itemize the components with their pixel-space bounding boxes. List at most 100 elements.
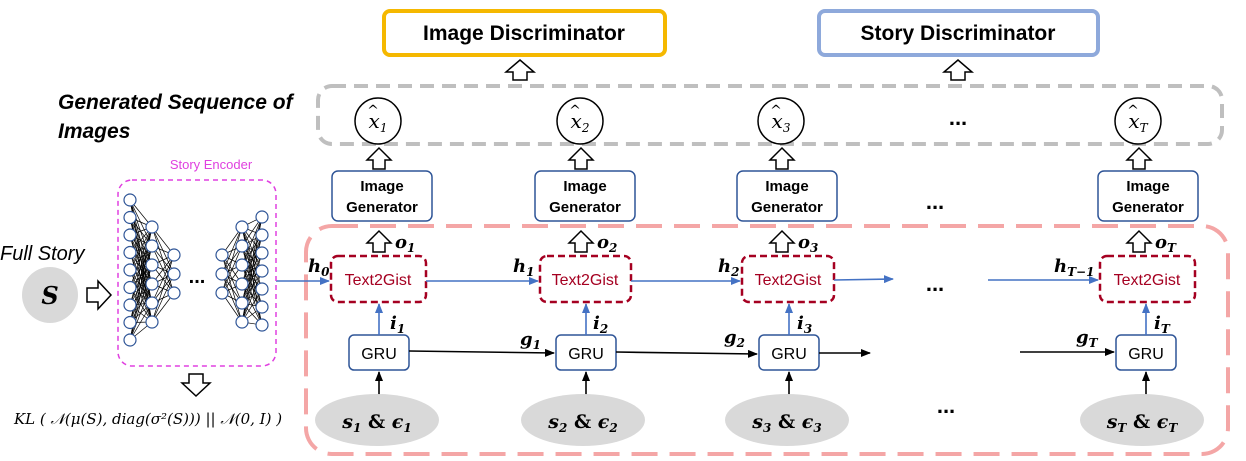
- nn-neuron: [235, 239, 249, 253]
- h0-base: h: [308, 256, 321, 277]
- o2-sub: 2: [608, 241, 617, 255]
- nn-edge: [129, 217, 153, 285]
- text2gist-3: [740, 254, 836, 304]
- text2gist-2-label: Text2Gist: [552, 272, 619, 289]
- svg-text:xT: xT: [1128, 109, 1148, 135]
- nn-neuron: [255, 282, 269, 296]
- nn-edge: [129, 269, 153, 304]
- input-sT: [1080, 394, 1204, 446]
- x1-sub: 1: [380, 121, 388, 135]
- x1-base: x: [369, 109, 380, 133]
- nn-edge: [129, 269, 153, 323]
- svg-text:iT: iT: [1154, 313, 1171, 336]
- nn-edge: [241, 252, 263, 323]
- nn-neuron: [255, 246, 269, 260]
- svg-text:h0: h0: [308, 256, 330, 279]
- story-encoder-network-right: [215, 210, 269, 332]
- nn-edge: [129, 283, 153, 341]
- svg-text:g1: g1: [520, 329, 541, 352]
- image-generator-2-line2: Generator: [549, 199, 621, 216]
- story-discriminator-label: Story Discriminator: [861, 22, 1056, 45]
- nn-neuron: [123, 298, 137, 312]
- text2gist-1: [329, 254, 428, 304]
- s3-e: ϵ: [802, 411, 814, 433]
- gru-to-gist-arrows: [375, 303, 1150, 335]
- nn-edge: [151, 254, 175, 323]
- nn-neuron: [167, 267, 181, 281]
- s1-e-sub: 1: [403, 421, 411, 435]
- svg-text:h2: h2: [718, 256, 739, 279]
- input-to-gru-arrows: [375, 371, 1150, 395]
- input-s2: [521, 394, 645, 446]
- up-arrow-to-image-discriminator: [503, 59, 537, 81]
- i1-sub: 1: [397, 322, 405, 336]
- svg-text:x2: x2: [571, 109, 590, 135]
- images-ellipsis: ...: [949, 105, 967, 130]
- svg-text:s3 & ϵ3: s3 & ϵ3: [751, 411, 821, 435]
- gru-3-label: GRU: [771, 346, 807, 363]
- xT-sub: T: [1140, 121, 1149, 135]
- s2-e: ϵ: [598, 411, 610, 433]
- text2gist-2: [538, 254, 633, 304]
- story-encoder-box: [117, 179, 277, 367]
- nn-edge: [221, 245, 243, 294]
- text2gist-3-label: Text2Gist: [755, 272, 822, 289]
- nn-neuron: [255, 300, 269, 314]
- svg-text:o3: o3: [798, 232, 818, 255]
- gru-boxes: GRU GRU GRU GRU: [348, 334, 1177, 371]
- o3-sub: 3: [810, 241, 818, 255]
- nn-neuron: [215, 267, 229, 281]
- svg-text:sT & ϵT: sT & ϵT: [1106, 411, 1179, 435]
- generated-sequence-label-line2: Images: [58, 120, 130, 143]
- svg-text:h1: h1: [513, 256, 534, 279]
- nn-neuron: [235, 315, 249, 329]
- nn-neuron: [235, 277, 249, 291]
- image-generator-2: [534, 170, 636, 222]
- kl-formula: KL ( 𝒩(μ(S), diag(σ²(S))) || 𝒩(0, I) ): [13, 410, 282, 428]
- svg-text:o1: o1: [395, 232, 415, 255]
- oT-base: o: [1155, 232, 1167, 253]
- h0-sub: 0: [321, 265, 330, 279]
- gist-to-generator-arrows: [365, 229, 1153, 253]
- s1-e: ϵ: [392, 411, 404, 433]
- s1-amp: &: [361, 411, 391, 433]
- nn-edge: [129, 234, 153, 304]
- nn-neuron: [123, 245, 137, 260]
- i1-base: i: [390, 313, 397, 334]
- g1-sub: 1: [533, 338, 541, 352]
- svg-text:^: ^: [770, 103, 782, 119]
- nn-neuron: [145, 296, 159, 310]
- s3-s-sub: 3: [763, 421, 771, 435]
- nn-edge: [129, 226, 153, 288]
- svg-text:x1: x1: [369, 109, 388, 135]
- full-story-node: [22, 267, 78, 323]
- g2-base: g: [724, 327, 737, 348]
- i2-sub: 2: [599, 322, 608, 336]
- text2gist-boxes: Text2Gist Text2Gist Text2Gist Text2Gist: [329, 254, 1197, 304]
- svg-text:i1: i1: [390, 313, 405, 336]
- iT-base: i: [1154, 313, 1161, 334]
- image-generator-T-line2: Generator: [1112, 199, 1184, 216]
- story-discriminator-box: [817, 9, 1100, 57]
- nn-edge: [241, 216, 263, 285]
- inputs-ellipsis: ...: [937, 393, 955, 418]
- sT-e-sub: T: [1168, 421, 1178, 435]
- s1-s-sub: 1: [353, 421, 361, 435]
- svg-text:s1 & ϵ1: s1 & ϵ1: [341, 411, 411, 435]
- up-arrow-to-story-discriminator: [941, 59, 975, 81]
- x2-sub: 2: [581, 121, 590, 135]
- nn-neuron: [123, 193, 137, 207]
- o3-base: o: [798, 232, 810, 253]
- nn-edge: [129, 217, 153, 266]
- nn-edge: [241, 270, 263, 323]
- x3-base: x: [772, 109, 783, 133]
- s2-s: s: [547, 411, 559, 433]
- nn-edge: [221, 226, 243, 275]
- gT-sub: T: [1089, 336, 1099, 350]
- nn-edge: [151, 273, 175, 323]
- nn-edge: [241, 216, 263, 266]
- nn-neuron: [123, 228, 137, 242]
- gru-T-label: GRU: [1128, 346, 1164, 363]
- nn-neuron: [123, 263, 137, 277]
